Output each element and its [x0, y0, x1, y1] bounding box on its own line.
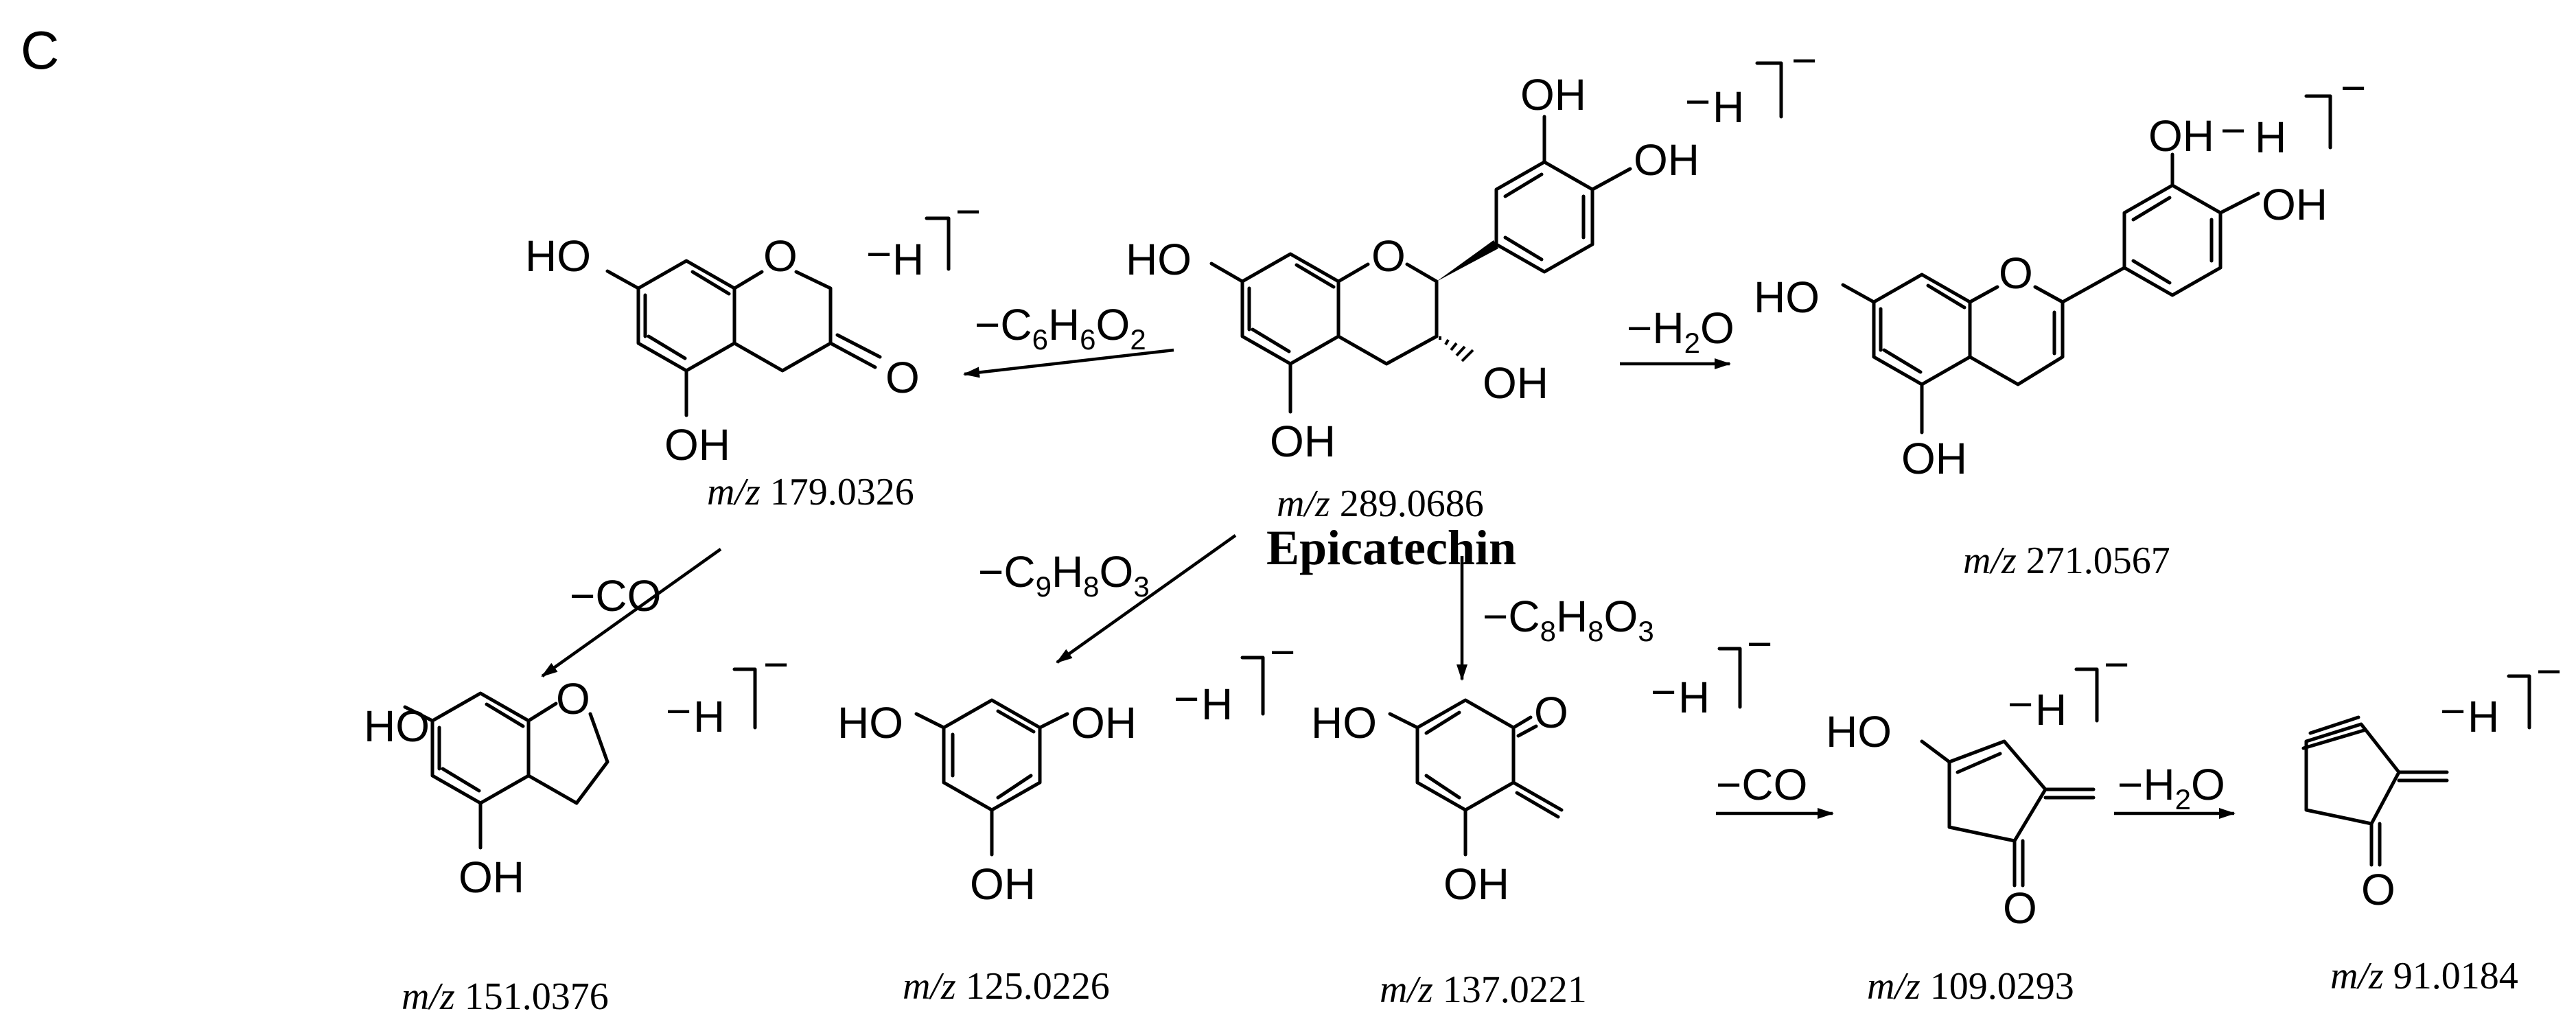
svg-text:−: −	[866, 229, 892, 279]
svg-text:−: −	[1651, 667, 1676, 717]
fragment-125-deprotonation: − H −	[1174, 627, 1295, 729]
fragment-151-ring-oxygen: O	[556, 674, 590, 723]
svg-text:−: −	[763, 640, 789, 689]
fragment-271-oh-3prime: OH	[2148, 111, 2214, 161]
fragment-137-deprotonation: − H −	[1651, 619, 1772, 722]
svg-text:H: H	[1713, 82, 1744, 132]
loss-label-c8h8o3: −C8H8O3	[1483, 592, 1654, 647]
epicatechin-structure	[1209, 115, 1632, 414]
svg-text:−: −	[2440, 686, 2465, 736]
epicatechin-oh-5: OH	[1270, 417, 1336, 466]
epicatechin-oh-3prime: OH	[1520, 70, 1586, 119]
fragment-179-structure	[605, 259, 882, 417]
svg-text:H: H	[892, 235, 924, 284]
svg-text:−: −	[1791, 36, 1817, 85]
fragment-151-oh: OH	[459, 853, 524, 902]
fragment-151-deprotonation: − H −	[666, 640, 789, 741]
epicatechin-oh-4prime: OH	[1634, 135, 1699, 185]
svg-text:H: H	[2035, 685, 2067, 734]
svg-text:−: −	[666, 686, 691, 736]
loss-label-h2o-1: −H2O	[1627, 303, 1734, 359]
loss-label-h2o-2: −H2O	[2117, 760, 2225, 815]
svg-text:−: −	[1270, 627, 1295, 677]
svg-text:−: −	[2104, 640, 2129, 689]
fragment-109-deprotonation: − H −	[2008, 640, 2129, 734]
fragment-137-structure	[1388, 698, 1564, 857]
svg-text:H: H	[2468, 692, 2499, 741]
arrow-epicatechin-to-125	[1056, 534, 1237, 664]
arrow-179-to-151	[541, 548, 722, 677]
svg-text:−: −	[1174, 674, 1199, 723]
svg-text:−: −	[1747, 619, 1772, 669]
loss-label-co-2: −CO	[1716, 760, 1807, 809]
epicatechin-name: Epicatechin	[1266, 520, 1516, 575]
fragment-271-oh-4prime: OH	[2262, 180, 2328, 229]
fragment-271-deprotonation: − H −	[2220, 63, 2366, 162]
fragment-137-ho: HO	[1311, 698, 1377, 748]
loss-label-co-1: −CO	[570, 571, 661, 621]
fragment-151-structure	[403, 691, 610, 850]
fragment-125-oh-right: OH	[1071, 698, 1137, 748]
fragment-109-keto-oxygen: O	[2003, 883, 2037, 933]
fragment-179-deprotonation: − H −	[866, 187, 981, 284]
fragment-179-oh: OH	[664, 420, 730, 470]
fragment-137-oh: OH	[1443, 859, 1509, 909]
fragment-271-structure	[1841, 152, 2260, 435]
svg-text:H: H	[1678, 673, 1710, 722]
loss-label-c9h8o3: −C9H8O3	[978, 547, 1150, 603]
svg-text:H: H	[2255, 113, 2286, 162]
panel-label: C	[21, 20, 59, 80]
svg-text:−: −	[2008, 680, 2033, 729]
fragment-91-keto-oxygen: O	[2361, 865, 2395, 914]
epicatechin-ho-7: HO	[1126, 235, 1192, 284]
fragment-137-keto-oxygen: O	[1534, 688, 1568, 737]
fragment-109-ho: HO	[1826, 707, 1892, 756]
svg-text:H: H	[1201, 680, 1233, 729]
svg-text:−: −	[2341, 63, 2366, 113]
svg-text:−: −	[2220, 106, 2246, 155]
fragment-125-ho: HO	[837, 698, 903, 748]
epicatechin-ring-oxygen: O	[1371, 231, 1406, 281]
svg-text:−: −	[1685, 77, 1710, 126]
epicatechin-oh-3: OH	[1483, 358, 1548, 408]
fragment-109-structure	[1920, 739, 2096, 888]
fragment-125-oh-bottom: OH	[970, 859, 1036, 909]
fragment-179-keto-oxygen: O	[885, 353, 920, 402]
svg-text:−: −	[2536, 647, 2562, 696]
svg-text:−: −	[955, 187, 981, 236]
fragment-179-ho: HO	[525, 231, 591, 281]
fragment-125-structure	[914, 698, 1069, 857]
fragment-271-ring-oxygen: O	[1999, 248, 2033, 298]
fragment-271-oh-5: OH	[1901, 434, 1967, 483]
arrow-epicatechin-to-179	[963, 348, 1174, 378]
fragment-179-ring-oxygen: O	[763, 231, 798, 281]
fragment-151-ho: HO	[364, 702, 430, 751]
svg-text:H: H	[693, 692, 725, 741]
loss-label-c6h6o2: −C6H6O2	[975, 300, 1146, 356]
fragment-91-deprotonation: − H −	[2440, 647, 2562, 741]
fragment-91-structure	[2301, 715, 2449, 867]
fragment-271-ho: HO	[1754, 273, 1820, 322]
epicatechin-deprotonation: − H −	[1685, 36, 1817, 132]
